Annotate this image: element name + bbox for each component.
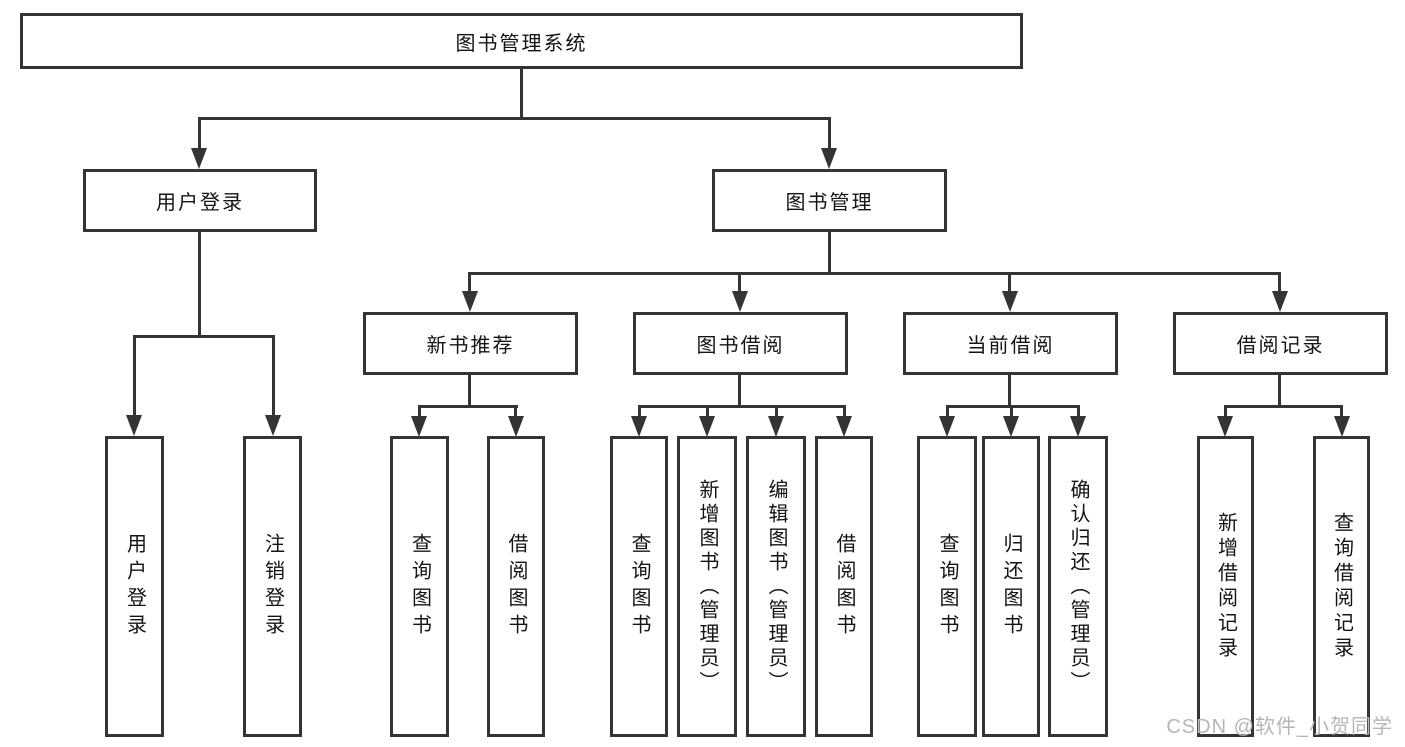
leaf-query-books-borrowing: 查询图书 [610,436,668,737]
arrow-down-icon [836,416,852,437]
arrow-down-icon [508,416,524,437]
arrow-down-icon [411,416,427,437]
node-label: 确认归还（管理员） [1067,478,1089,695]
connector-leaf-drop [706,405,709,417]
connector-leaf-drop [133,335,136,416]
connector-stem [1278,375,1281,406]
connector-user-login-drop [198,117,201,149]
arrow-down-icon [1003,416,1019,437]
connector-stem [738,375,741,406]
node-label: 新书推荐 [426,335,515,357]
node-label: 查询借阅记录 [1330,511,1353,662]
leaf-borrow-books-recommend: 借阅图书 [487,436,545,737]
connector-stem [1008,375,1011,406]
leaf-add-books-admin: 新增图书（管理员） [677,436,737,737]
connector-rail [638,405,846,408]
node-label: 用户登录 [123,532,146,641]
node-label: 借阅图书 [505,532,527,641]
arrow-down-icon [462,291,478,312]
node-book-borrowing: 图书借阅 [633,312,848,375]
node-new-book-recommendation: 新书推荐 [363,312,578,375]
leaf-return-books: 归还图书 [982,436,1040,737]
connector-leaf-drop [1010,405,1013,417]
node-borrowing-records: 借阅记录 [1173,312,1388,375]
node-label: 图书借阅 [696,335,785,357]
connector-leaf-drop [418,405,421,417]
connector-leaf-drop [638,405,641,417]
node-book-management: 图书管理 [712,169,947,232]
arrow-down-icon [1002,291,1018,312]
node-label: 新增借阅记录 [1214,511,1237,662]
leaf-logout: 注销登录 [243,436,302,737]
leaf-edit-books-admin: 编辑图书（管理员） [746,436,806,737]
connector-level3-rail [468,272,1281,275]
connector-rail [946,405,1080,408]
node-label: 当前借阅 [966,335,1055,357]
connector-stem [468,375,471,406]
connector-level3-drop [1008,272,1011,293]
arrow-down-icon [1272,291,1288,312]
arrow-down-icon [732,291,748,312]
connector-leaf-drop [272,335,275,416]
node-label: 编辑图书（管理员） [765,478,787,695]
node-library-management-system: 图书管理系统 [20,13,1023,69]
connector-leaf-drop [1340,405,1343,417]
arrow-down-icon [768,416,784,437]
arrow-down-icon [265,415,281,436]
node-label: 查询图书 [628,532,650,641]
node-user-login: 用户登录 [83,169,317,232]
node-label: 借阅记录 [1236,335,1325,357]
node-label: 用户登录 [156,192,244,214]
connector-user-login-rail [133,335,275,338]
arrow-down-icon [1334,416,1350,437]
connector-rail [418,405,518,408]
leaf-query-books-current: 查询图书 [917,436,977,737]
connector-leaf-drop [946,405,949,417]
node-label: 查询图书 [936,532,958,641]
node-current-borrowing: 当前借阅 [903,312,1118,375]
arrow-down-icon [1217,416,1233,437]
connector-level3-drop [1278,272,1281,293]
arrow-down-icon [126,415,142,436]
leaf-add-borrow-record: 新增借阅记录 [1197,436,1254,737]
connector-rail [1224,405,1343,408]
connector-level2-rail [198,117,831,120]
leaf-confirm-return-admin: 确认归还（管理员） [1048,436,1108,737]
connector-leaf-drop [843,405,846,417]
arrow-down-icon [1070,416,1086,437]
connector-root-drop [520,69,523,117]
arrow-down-icon [631,416,647,437]
arrow-down-icon [699,416,715,437]
leaf-query-books-recommend: 查询图书 [390,436,449,737]
node-label: 借阅图书 [833,532,855,641]
node-label: 图书管理 [785,192,874,214]
node-label: 查询图书 [408,532,431,641]
connector-leaf-drop [514,405,517,417]
arrow-down-icon [939,416,955,437]
connector-leaf-drop [1077,405,1080,417]
leaf-query-borrow-record: 查询借阅记录 [1313,436,1370,737]
leaf-user-login: 用户登录 [105,436,164,737]
node-label: 注销登录 [261,532,284,641]
connector-leaf-drop [775,405,778,417]
connector-leaf-drop [1224,405,1227,417]
node-label: 归还图书 [1000,532,1022,641]
arrow-down-icon [191,148,207,169]
connector-level3-drop [738,272,741,293]
arrow-down-icon [821,148,837,169]
leaf-borrow-books: 借阅图书 [815,436,873,737]
node-label: 新增图书（管理员） [696,478,718,695]
connector-user-login-stem [198,232,201,335]
connector-level3-drop [468,272,471,293]
connector-book-mgmt-drop [828,117,831,149]
node-label: 图书管理系统 [455,32,588,55]
connector-book-mgmt-stem [828,232,831,272]
